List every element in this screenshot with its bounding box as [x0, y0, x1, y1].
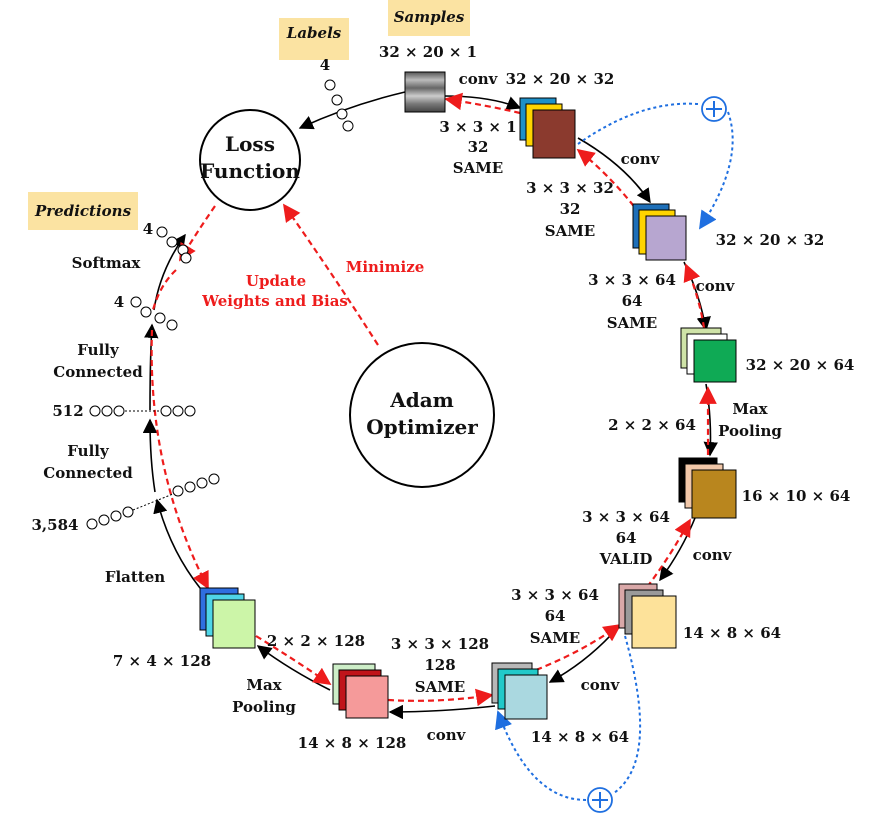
c6-dim: 14 × 8 × 128: [298, 734, 407, 752]
optimizer-line2: Optimizer: [366, 415, 478, 439]
samples-tag: Samples: [394, 8, 465, 26]
maxpool-label-2-line1: Max: [246, 676, 282, 694]
k2-line2: 32: [560, 200, 581, 218]
maxpool-label-1-line1: Max: [732, 400, 768, 418]
input-sample-image: [404, 71, 446, 113]
flatten-neurons: [86, 473, 220, 530]
fc-4-neurons: [130, 296, 178, 331]
flatten-label: Flatten: [105, 568, 165, 586]
p1-dim: 16 × 10 × 64: [742, 487, 851, 505]
labels-tag: Labels: [286, 24, 342, 42]
k6-line1: 3 × 3 × 128: [391, 635, 489, 653]
k3-line3: SAME: [607, 314, 658, 332]
conv-label-6: conv: [427, 726, 467, 744]
predictions-tag-bg: [28, 192, 138, 230]
k5-line3: SAME: [530, 629, 581, 647]
update-label-line2: Weights and Bias: [201, 292, 348, 310]
conv-block-3: [680, 327, 737, 383]
loss-function-line2: Function: [200, 159, 300, 183]
optimizer-line1: Adam: [389, 388, 454, 412]
conv-block-5: [491, 662, 548, 720]
k5-line2: 64: [545, 607, 566, 625]
k2-line3: SAME: [545, 222, 596, 240]
c1-dim: 32 × 20 × 32: [506, 70, 615, 88]
k4-line2: 64: [616, 529, 637, 547]
k2-line1: 3 × 3 × 32: [526, 179, 614, 197]
pool1-size: 2 × 2 × 64: [608, 416, 696, 434]
fc2-line2: Connected: [43, 464, 133, 482]
c4-dim: 14 × 8 × 64: [683, 624, 781, 642]
pool2-size: 2 × 2 × 128: [267, 632, 365, 650]
labels-count: 4: [320, 56, 330, 74]
k5-line1: 3 × 3 × 64: [511, 586, 599, 604]
n512-label: 512: [52, 402, 83, 420]
update-label-line1: Update: [246, 272, 306, 290]
k3-line2: 64: [622, 292, 643, 310]
conv-label-2: conv: [621, 150, 661, 168]
fc1-line1: Fully: [77, 341, 120, 359]
maxpool-label-2-line2: Pooling: [232, 698, 296, 716]
conv-label-1: conv: [459, 70, 499, 88]
n3584-label: 3,584: [32, 516, 79, 534]
c3-dim: 32 × 20 × 64: [746, 356, 855, 374]
minimize-label: Minimize: [346, 258, 425, 276]
conv-block-1: [519, 97, 576, 159]
plus-node-top: [701, 96, 727, 122]
k6-line2: 128: [424, 656, 455, 674]
label-neurons: [324, 79, 354, 132]
k6-line3: SAME: [415, 678, 466, 696]
fc-512-neurons: [89, 405, 196, 417]
labels-tag-bg: [279, 18, 349, 60]
predictions-tag: Predictions: [34, 202, 132, 220]
k1-line3: SAME: [453, 159, 504, 177]
loss-function-line1: Loss: [225, 132, 275, 156]
k1-line1: 3 × 3 × 1: [439, 118, 516, 136]
plus-node-bottom: [587, 787, 613, 813]
c5-dim: 14 × 8 × 64: [531, 728, 629, 746]
pool-block-2: [199, 587, 256, 649]
samples-tag-bg: [388, 0, 470, 36]
fc-count: 4: [114, 293, 124, 311]
p2-dim: 7 × 4 × 128: [113, 652, 211, 670]
residual-connections: [495, 102, 734, 801]
loss-function-node: Loss Function: [199, 109, 301, 211]
fc1-line2: Connected: [53, 363, 143, 381]
pred-count: 4: [143, 220, 153, 238]
k4-line3: VALID: [599, 550, 653, 568]
c2-dim: 32 × 20 × 32: [716, 231, 825, 249]
adam-optimizer-node: Adam Optimizer: [349, 342, 495, 488]
prediction-neurons: [156, 226, 192, 264]
conv-label-3: conv: [696, 277, 736, 295]
k4-line1: 3 × 3 × 64: [582, 508, 670, 526]
pool-block-1: [678, 457, 737, 519]
conv-block-2: [632, 203, 687, 261]
conv-label-4: conv: [693, 546, 733, 564]
conv-label-5: conv: [581, 676, 621, 694]
input-dim: 32 × 20 × 1: [379, 43, 477, 61]
conv-block-6: [332, 663, 389, 719]
k3-line1: 3 × 3 × 64: [588, 271, 676, 289]
softmax-label: Softmax: [72, 254, 142, 272]
conv-block-4: [618, 583, 677, 649]
maxpool-label-1-line2: Pooling: [718, 422, 782, 440]
k1-line2: 32: [468, 138, 489, 156]
fc2-line1: Fully: [67, 442, 110, 460]
flatten-neurons-gap: [132, 493, 174, 511]
